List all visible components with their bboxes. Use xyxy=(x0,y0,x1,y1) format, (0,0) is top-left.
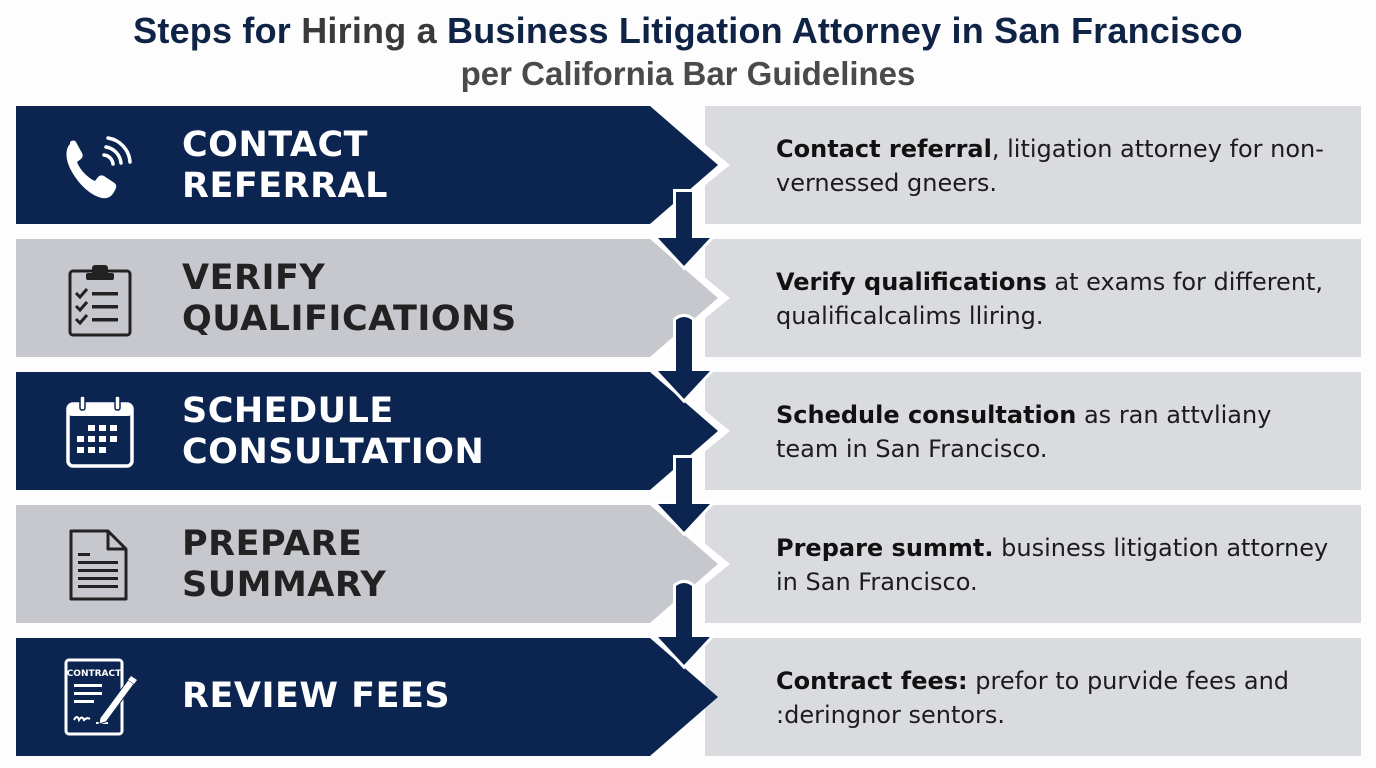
step-title: CONTACT REFERRAL xyxy=(182,125,388,207)
step-description: Verify qualifications at exams for diffe… xyxy=(776,265,1336,333)
page-subtitle: per California Bar Guidelines xyxy=(460,55,916,92)
step-row-verify-qualifications: VERIFY QUALIFICATIONS Verify qualificati… xyxy=(0,235,1376,361)
contract-sign-icon: CONTRACT xyxy=(58,656,142,736)
svg-text:CONTRACT: CONTRACT xyxy=(67,669,122,679)
step-description-bold: Schedule consultation xyxy=(776,401,1077,429)
step-title-line-2: QUALIFICATIONS xyxy=(182,299,517,339)
step-description-panel xyxy=(705,505,1361,623)
step-title-line-1: REVIEW FEES xyxy=(182,676,451,716)
step-title: SCHEDULE CONSULTATION xyxy=(182,391,484,473)
step-description-bold: Contract fees: xyxy=(776,667,968,695)
step-title-line-1: CONTACT xyxy=(182,125,369,165)
step-title: REVIEW FEES xyxy=(182,676,450,717)
step-description-bold: Contact referral xyxy=(776,135,992,163)
step-description-panel xyxy=(705,239,1361,357)
step-description-text: business litigation attorney in San Fran… xyxy=(776,534,1329,596)
title-part-2: Hiring a xyxy=(301,10,448,51)
step-description: Contract fees: prefor to purvide fees an… xyxy=(776,664,1336,732)
step-row-contact-referral: CONTACT REFERRAL Contact referral, litig… xyxy=(0,102,1376,228)
clipboard-checklist-icon xyxy=(58,261,142,337)
step-arrow-shape xyxy=(16,102,730,228)
calendar-icon xyxy=(58,394,142,470)
step-description: Schedule consultation as ran attvliany t… xyxy=(776,398,1336,466)
step-title: PREPARE SUMMARY xyxy=(182,524,386,606)
step-description-text: at exams for different, qualificalcalims… xyxy=(776,268,1324,330)
step-description-panel xyxy=(705,638,1361,756)
step-description-bold: Prepare summt. xyxy=(776,534,994,562)
step-title: VERIFY QUALIFICATIONS xyxy=(182,258,517,340)
step-description-text: as ran attvliany team in San Francisco. xyxy=(776,401,1272,463)
header: Steps for Hiring a Business Litigation A… xyxy=(0,8,1376,94)
step-row-schedule-consultation: SCHEDULE CONSULTATION Schedule consultat… xyxy=(0,368,1376,494)
step-title-line-1: PREPARE xyxy=(182,524,363,564)
step-description-panel xyxy=(705,372,1361,490)
step-row-review-fees: CONTRACT REVIEW FEES Contract fees: pref… xyxy=(0,638,1376,756)
step-description-panel xyxy=(705,106,1361,224)
step-title-line-2: REFERRAL xyxy=(182,166,388,206)
step-description: Contact referral, litigation attorney fo… xyxy=(776,132,1336,200)
step-title-line-1: VERIFY xyxy=(182,258,326,298)
step-arrow-shape xyxy=(16,638,718,756)
phone-icon xyxy=(58,128,142,204)
title-part-1: Steps for xyxy=(133,10,302,51)
step-title-line-1: SCHEDULE xyxy=(182,391,394,431)
document-icon xyxy=(58,527,142,603)
title-part-3: Business Litigation Attorney in San Fran… xyxy=(447,10,1243,51)
page-title: Steps for Hiring a Business Litigation A… xyxy=(0,8,1376,54)
step-description-bold: Verify qualifications xyxy=(776,268,1047,296)
step-title-line-2: SUMMARY xyxy=(182,565,387,605)
step-description-text: prefor to purvide fees and :deringnor se… xyxy=(776,667,1290,729)
step-row-prepare-summary: PREPARE SUMMARY Prepare summt. business … xyxy=(0,501,1376,627)
step-description-text: , litigation attorney for non-vernessed … xyxy=(776,135,1324,197)
step-description: Prepare summt. business litigation attor… xyxy=(776,531,1336,599)
step-title-line-2: CONSULTATION xyxy=(182,432,485,472)
